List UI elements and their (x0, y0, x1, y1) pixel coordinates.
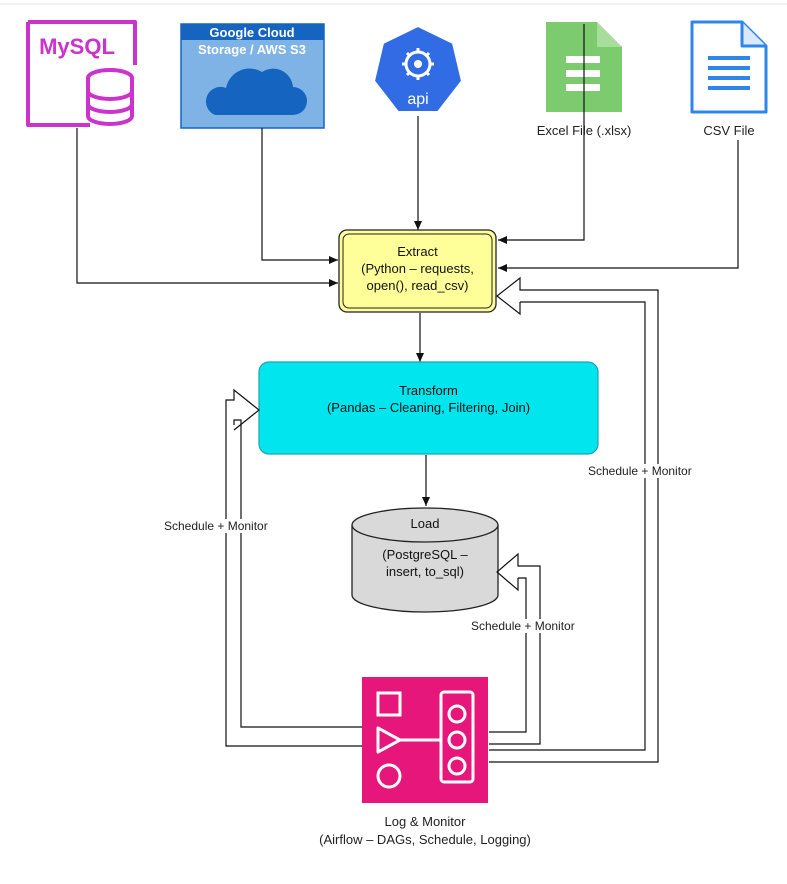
extract-text: Extract (Python – requests, open(), read… (339, 243, 496, 294)
extract-line2: (Python – requests, (361, 261, 474, 276)
cloud-label-line2: Storage / AWS S3 (198, 42, 306, 57)
extract-line3: open(), read_csv) (366, 278, 469, 293)
edge-label-schedule-right: Schedule + Monitor (588, 464, 692, 478)
load-line3: insert, to_sql) (385, 564, 465, 579)
extract-title: Extract (397, 244, 438, 259)
load-text: Load (PostgreSQL – insert, to_sql) (352, 515, 498, 580)
csv-file-icon (690, 20, 768, 114)
edge-monitor-transform-outer (225, 388, 364, 747)
transform-title: Transform (399, 383, 458, 398)
airflow-icon (362, 677, 488, 803)
monitor-subtitle: (Airflow – DAGs, Schedule, Logging) (319, 832, 531, 847)
load-cylinder (351, 507, 499, 613)
edge-monitor-load-outer (489, 552, 541, 745)
edge-csv-extract (498, 140, 739, 272)
load-title: Load (410, 516, 440, 531)
extract-box (338, 229, 497, 313)
edge-excel-extract (498, 24, 585, 244)
edge-monitor-transform (233, 419, 364, 728)
mysql-label: MySQL (39, 34, 115, 59)
api-icon (372, 24, 464, 113)
source-connectors (76, 24, 739, 506)
edge-cloud-extract (261, 128, 338, 264)
transform-text: Transform (Pandas – Cleaning, Filtering,… (259, 382, 598, 416)
edge-label-schedule-load: Schedule + Monitor (471, 619, 575, 633)
transform-line2: (Pandas – Cleaning, Filtering, Join) (326, 400, 531, 415)
load-line2: (PostgreSQL – (382, 547, 468, 562)
cloud-label-line1: Google Cloud (209, 25, 294, 40)
transform-box (258, 361, 599, 455)
edge-mysql-extract (76, 128, 338, 287)
edge-label-schedule-left: Schedule + Monitor (164, 519, 268, 533)
edge-monitor-load (489, 577, 527, 733)
edge-monitor-extract-outer (489, 276, 659, 763)
monitor-caption: Log & Monitor (Airflow – DAGs, Schedule,… (275, 813, 575, 849)
csv-label: CSV File (703, 123, 754, 138)
edge-monitor-extract (489, 301, 646, 751)
api-label: api (407, 91, 428, 108)
cloud-storage-icon (180, 23, 325, 129)
feedback-arrows (225, 276, 659, 763)
monitor-title: Log & Monitor (384, 814, 466, 829)
mysql-icon (26, 20, 137, 127)
